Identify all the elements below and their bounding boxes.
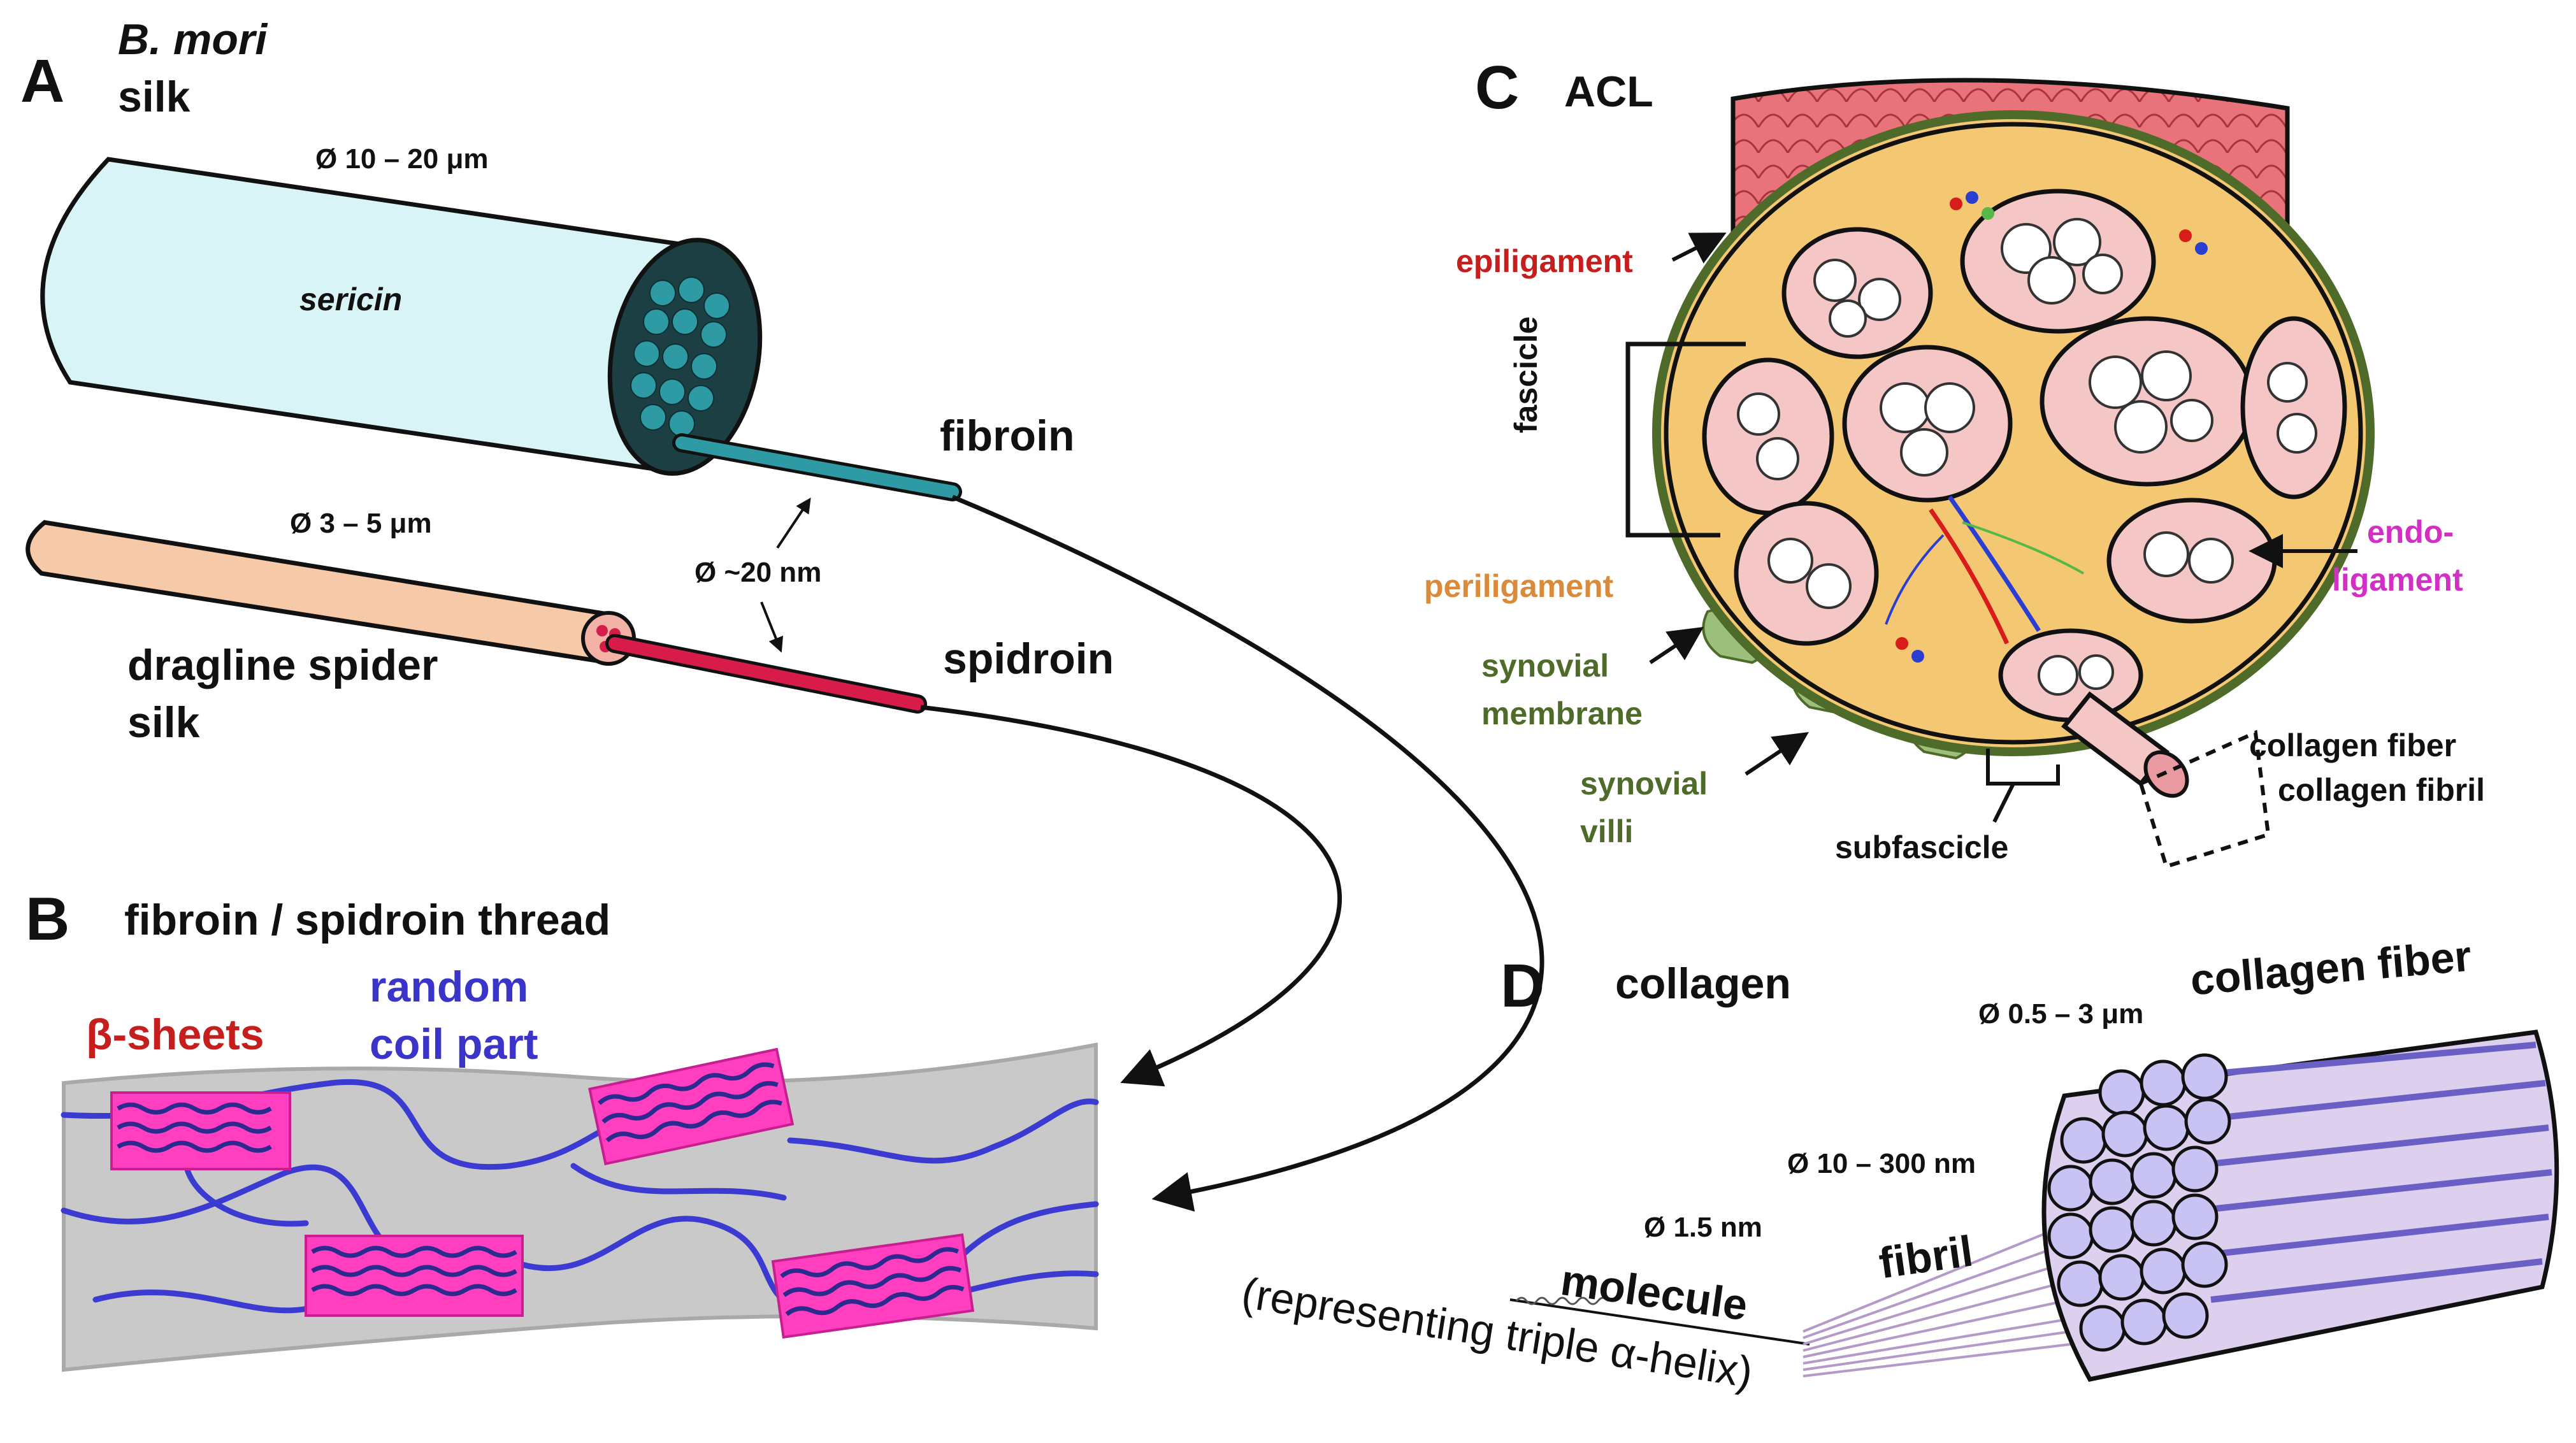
spidroin-label: spidroin	[943, 635, 1114, 683]
collagen-title: collagen	[1615, 959, 1791, 1008]
panel-b-thread	[61, 1042, 1099, 1372]
spider-silk-label-line1: dragline spider	[127, 641, 438, 689]
nano-arrow-down	[760, 601, 784, 653]
fascicle-bracket	[1625, 341, 1746, 538]
species-label-silk: silk	[118, 73, 191, 121]
fibroin-bundle-dots	[630, 276, 730, 437]
collagen-dashed-box	[2138, 729, 2271, 869]
beta-sheet-block-2	[588, 1047, 795, 1166]
molecule-helix	[1509, 1298, 1810, 1346]
synovial-villi-label-line1: synovial	[1580, 766, 1708, 801]
fibroin-to-thread-curve	[951, 494, 1544, 1212]
fibril-diameter-label: Ø 10 – 300 nm	[1787, 1148, 1976, 1179]
synovial-villi-label-line2: villi	[1580, 814, 1634, 849]
acl-title: ACL	[1564, 68, 1653, 116]
endoligament-label-line1: endo-	[2367, 514, 2454, 550]
collagen-fiber-label-c: collagen fiber	[2249, 728, 2457, 763]
epiligament-label: epiligament	[1456, 243, 1633, 279]
synovial-villi-pointer	[1745, 732, 1809, 776]
molecule-diameter-label: Ø 1.5 nm	[1644, 1212, 1762, 1243]
fascicle-label: fascicle	[1508, 316, 1544, 433]
beta-sheets-label: β-sheets	[86, 1010, 264, 1059]
panel-d-collagen	[1509, 1030, 2559, 1382]
subfascicle-label: subfascicle	[1835, 829, 2009, 865]
panel-a-silk	[25, 157, 1544, 1212]
synovial-membrane-label-line1: synovial	[1481, 648, 1609, 684]
beta-sheet-block-1	[110, 1091, 291, 1170]
fascicle-fibrils	[1737, 218, 2317, 696]
blood-vessels	[1885, 495, 2084, 645]
endoligament-label-line2: ligament	[2332, 562, 2463, 598]
epiligament-pointer	[1671, 233, 1727, 264]
subfascicle-bracket	[1986, 749, 2060, 786]
periligament-label: periligament	[1424, 568, 1614, 604]
panel-c-acl	[1625, 78, 2375, 869]
spidroin-to-thread-curve	[920, 705, 1342, 1087]
spider-diameter-label: Ø 3 – 5 μm	[290, 508, 432, 539]
synovial-membrane-label-line2: membrane	[1481, 696, 1643, 731]
fibril-ends	[2047, 1053, 2231, 1352]
fibroin-label: fibroin	[940, 412, 1075, 460]
collagen-fibril-label-c: collagen fibril	[2278, 772, 2486, 808]
beta-sheet-block-4	[771, 1233, 975, 1339]
panel-letter-b: B	[25, 885, 70, 953]
vessel-dots	[1896, 191, 2208, 663]
synovial-membrane-pointer	[1649, 627, 1704, 664]
sericin-label: sericin	[299, 282, 403, 317]
beta-sheet-block-3	[305, 1235, 524, 1317]
silk-diameter-label: Ø 10 – 20 μm	[315, 143, 489, 175]
thread-title: fibroin / spidroin thread	[124, 896, 611, 944]
fiber-stripes	[2178, 1042, 2552, 1303]
nano-diameter-label: Ø ~20 nm	[694, 557, 822, 588]
nano-arrow-up	[776, 498, 811, 549]
spider-silk-label-line2: silk	[127, 698, 200, 747]
panel-letter-d: D	[1500, 952, 1545, 1020]
panel-letter-c: C	[1475, 54, 1520, 122]
panel-letter-a: A	[20, 47, 65, 115]
species-label-bmori: B. mori	[118, 15, 268, 64]
fiber-diameter-label: Ø 0.5 – 3 μm	[1978, 998, 2144, 1030]
fascicles	[1702, 189, 2347, 722]
random-coil-label-line2: coil part	[370, 1020, 538, 1068]
random-coil-label-line1: random	[370, 963, 529, 1011]
fibril-fan	[1802, 1222, 2071, 1377]
